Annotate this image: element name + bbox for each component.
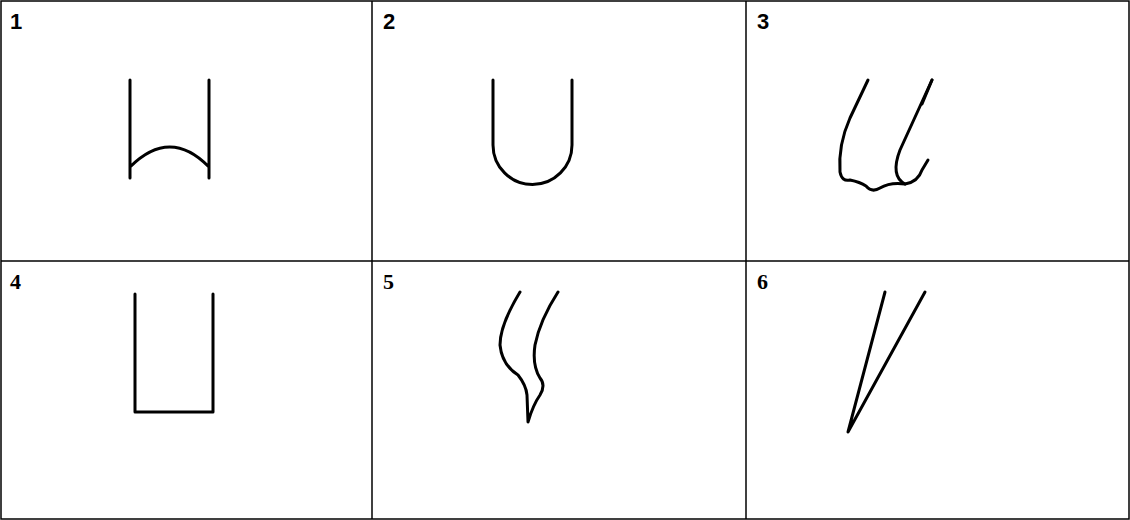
tip-shape-6 bbox=[848, 292, 925, 432]
cell-number: 6 bbox=[757, 271, 768, 293]
tip-shape-1 bbox=[130, 80, 209, 178]
cell-number: 4 bbox=[10, 271, 21, 293]
tip-shape-3 bbox=[840, 80, 932, 190]
tip-shape-5 bbox=[500, 292, 558, 422]
cell-number: 2 bbox=[383, 11, 395, 33]
tip-shape-2 bbox=[493, 80, 572, 185]
tip-shape-4 bbox=[135, 294, 213, 412]
cell-number: 5 bbox=[383, 271, 394, 293]
cell-number: 1 bbox=[10, 11, 22, 33]
tip-shape-3-edge bbox=[896, 80, 932, 184]
cell-number: 3 bbox=[757, 11, 769, 33]
